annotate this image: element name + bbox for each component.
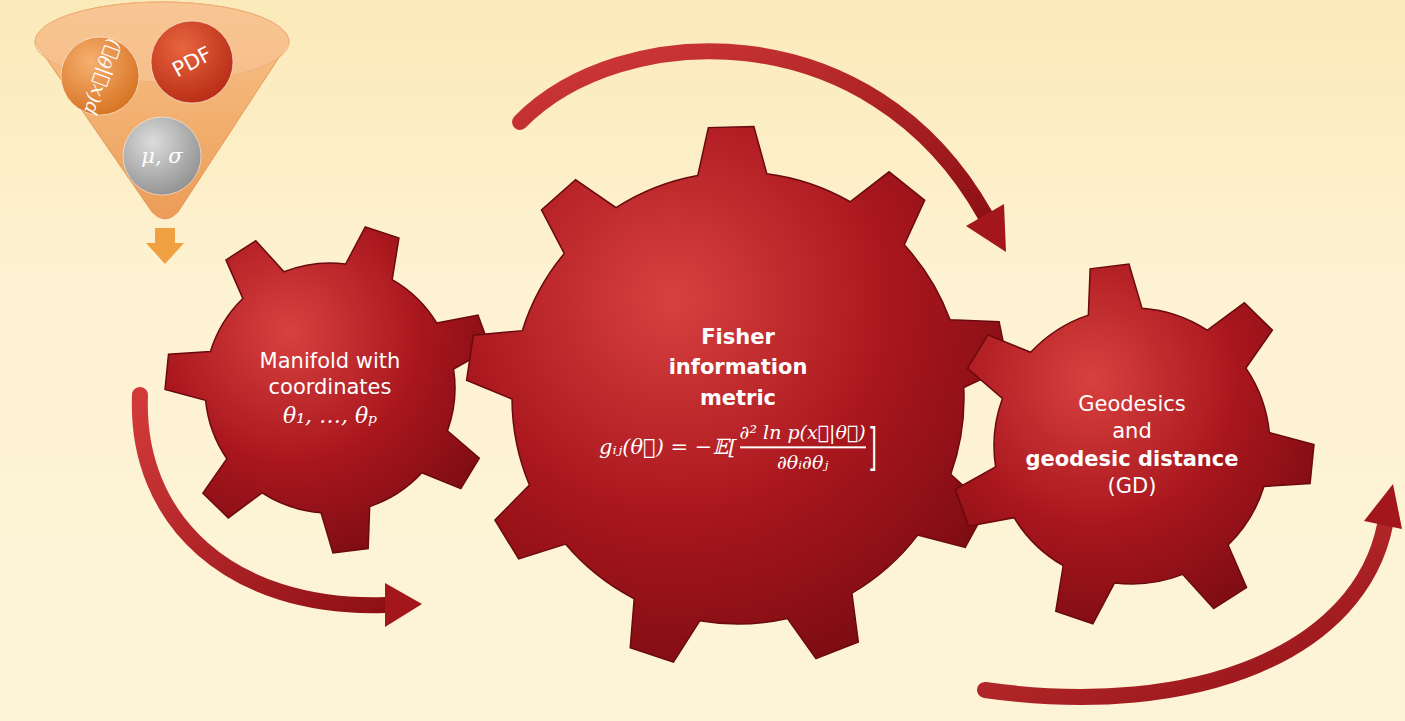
text-group: Manifold with coordinatesθ₁, …, θₚ (225, 348, 435, 428)
gear-label-bold: geodesic distance (1025, 446, 1238, 473)
arrow-head (966, 204, 1006, 252)
gear-title: Fisher information metric (631, 322, 846, 413)
text-group: PDF (172, 50, 213, 74)
formula-left: gᵢⱼ(θ⃗) = −𝔼[ (599, 436, 737, 460)
text-group: Fisher information metric gᵢⱼ(θ⃗) = −𝔼[∂²… (548, 322, 928, 473)
fraction: ∂² ln p(x⃗|θ⃗) ∂θᵢ∂θⱼ (740, 422, 866, 474)
text-group: Geodesics andgeodesic distance(GD) (1017, 391, 1247, 500)
gear-outline (165, 227, 490, 553)
funnel (35, 2, 289, 219)
numerator: ∂² ln p(x⃗|θ⃗) (740, 422, 866, 444)
funnel-arrow (146, 228, 184, 264)
gear-label: (GD) (1108, 473, 1157, 500)
gear-node: Geodesics andgeodesic distance(GD) (950, 264, 1314, 628)
gear-node: Manifold with coordinatesθ₁, …, θₚ (165, 223, 495, 553)
fraction-bar (740, 447, 866, 449)
arrow-head (1364, 484, 1402, 529)
gear-outline (467, 126, 1009, 662)
ball-label: μ, σ (141, 144, 182, 168)
text-group: p(x⃗|θ⃗) (61, 65, 139, 87)
gear-label: Manifold with coordinates (250, 348, 410, 401)
coordinate-list: θ₁, …, θₚ (283, 403, 377, 428)
arrow-head (385, 583, 422, 627)
ball (151, 21, 233, 103)
formula: gᵢⱼ(θ⃗) = −𝔼[∂² ln p(x⃗|θ⃗) ∂θᵢ∂θⱼ] (599, 422, 877, 474)
text-group: μ, σ (141, 144, 182, 168)
circle-node: PDF (150, 20, 234, 104)
closing-bracket: ] (869, 419, 877, 477)
circle-node: μ, σ (122, 116, 202, 196)
gear-shape (950, 264, 1314, 628)
denominator: ∂θᵢ∂θⱼ (777, 452, 828, 474)
ball (123, 117, 201, 195)
gear-outline (955, 264, 1314, 624)
gear-label: Geodesics and (1072, 391, 1192, 446)
gear-node: Fisher information metric gᵢⱼ(θ⃗) = −𝔼[∂²… (466, 126, 1010, 670)
circle-node: p(x⃗|θ⃗) (60, 36, 140, 116)
